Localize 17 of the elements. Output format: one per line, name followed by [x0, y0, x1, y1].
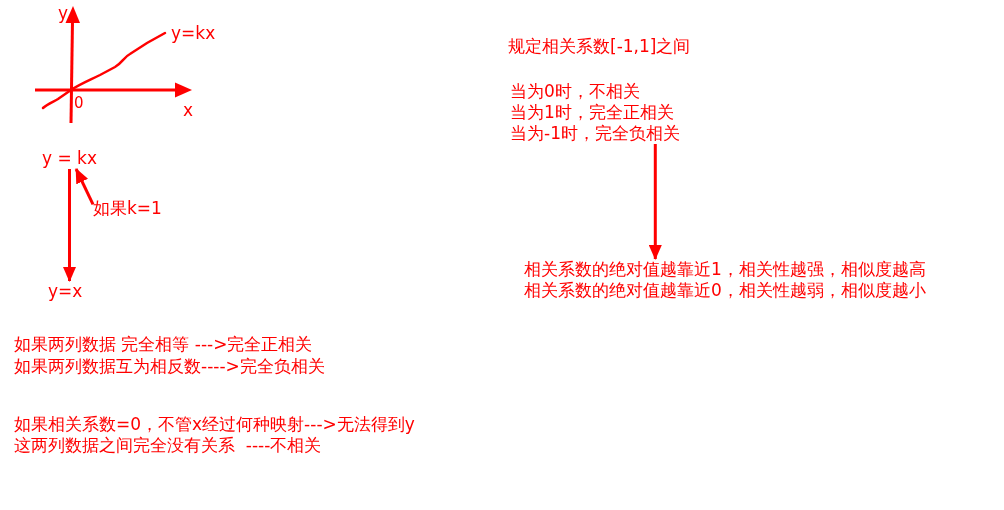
- note-text: 如果两列数据互为相反数---->完全负相关: [14, 356, 325, 377]
- note-text: 如果两列数据 完全相等 --->完全正相关: [14, 334, 313, 355]
- arrow: [63, 169, 76, 282]
- conclusion-text: 相关系数的绝对值越靠近1，相关性越强，相似度越高 相关系数的绝对值越靠近0，相关性越弱，相似度越小: [524, 259, 926, 301]
- condition-text: 如果k=1: [93, 198, 162, 219]
- arrow: [74, 168, 95, 205]
- note-text: 如果相关系数=0，不管x经过何种映射--->无法得到y: [14, 414, 415, 435]
- arrow: [648, 144, 662, 260]
- note-text: 当为0时，不相关 当为1时，完全正相关 当为-1时，完全负相关: [510, 81, 680, 144]
- formula-text: y=x: [48, 281, 83, 302]
- formula-text: y = kx: [42, 148, 98, 169]
- origin-label: 0: [74, 93, 84, 114]
- curve-label: y=kx: [171, 23, 216, 44]
- axis-label: y: [58, 3, 69, 24]
- note-text: 这两列数据之间完全没有关系 ----不相关: [14, 435, 322, 456]
- axis-label: x: [183, 100, 194, 121]
- heading-text: 规定相关系数[-1,1]之间: [508, 36, 691, 57]
